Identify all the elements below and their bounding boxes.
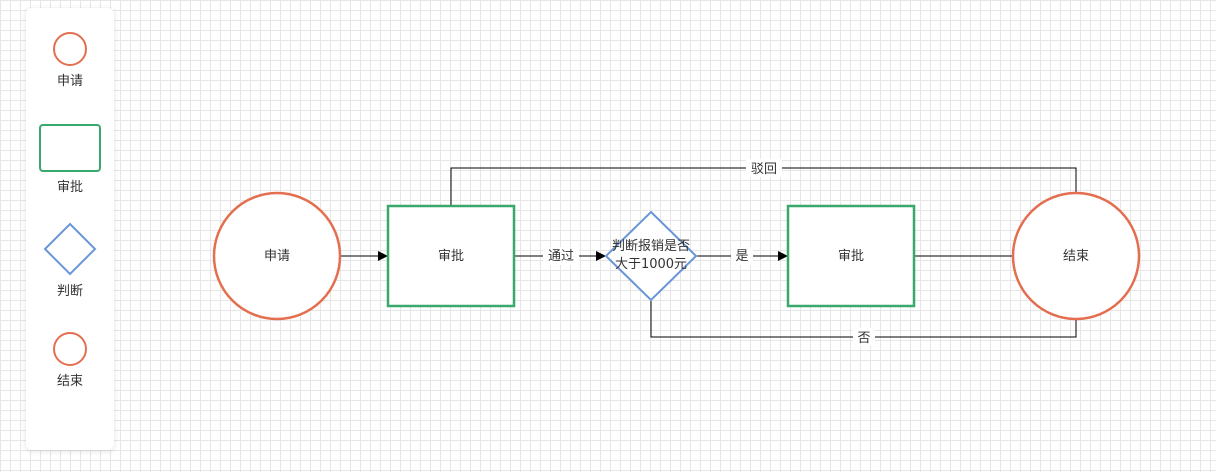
edge-label-pass: 通过 — [548, 249, 574, 264]
node-approve-2-label: 审批 — [838, 249, 864, 264]
palette-item-label: 判断 — [56, 284, 83, 299]
palette-item-approve[interactable]: 审批 — [26, 124, 114, 195]
node-end-label: 结束 — [1063, 249, 1089, 264]
palette-item-judge[interactable]: 判断 — [26, 222, 114, 299]
edge-label-reject: 驳回 — [751, 162, 777, 177]
diamond-icon — [43, 222, 97, 276]
node-approve-2[interactable]: 审批 — [786, 204, 916, 308]
node-start-label: 申请 — [264, 249, 290, 264]
node-approve-1-label: 审批 — [438, 249, 464, 264]
palette-item-label: 结束 — [56, 374, 83, 389]
rect-icon — [39, 124, 101, 172]
edge-label-yes: 是 — [735, 249, 748, 264]
palette-item-apply[interactable]: 申请 — [26, 32, 114, 89]
node-decision-label-line1: 判断报销是否 — [612, 239, 690, 254]
node-end[interactable]: 结束 — [1011, 191, 1141, 321]
node-approve-1[interactable]: 审批 — [386, 204, 516, 308]
palette-item-end[interactable]: 结束 — [26, 332, 114, 389]
palette-item-label: 审批 — [56, 180, 83, 195]
shape-palette: 申请 审批 判断 结束 — [26, 8, 114, 450]
circle-icon — [53, 332, 87, 366]
node-decision[interactable]: 判断报销是否 大于1000元 — [604, 210, 698, 302]
edge-label-no: 否 — [857, 331, 870, 346]
circle-icon — [53, 32, 87, 66]
node-decision-label-line2: 大于1000元 — [615, 257, 687, 272]
palette-item-label: 申请 — [56, 74, 83, 89]
node-start[interactable]: 申请 — [212, 191, 342, 321]
